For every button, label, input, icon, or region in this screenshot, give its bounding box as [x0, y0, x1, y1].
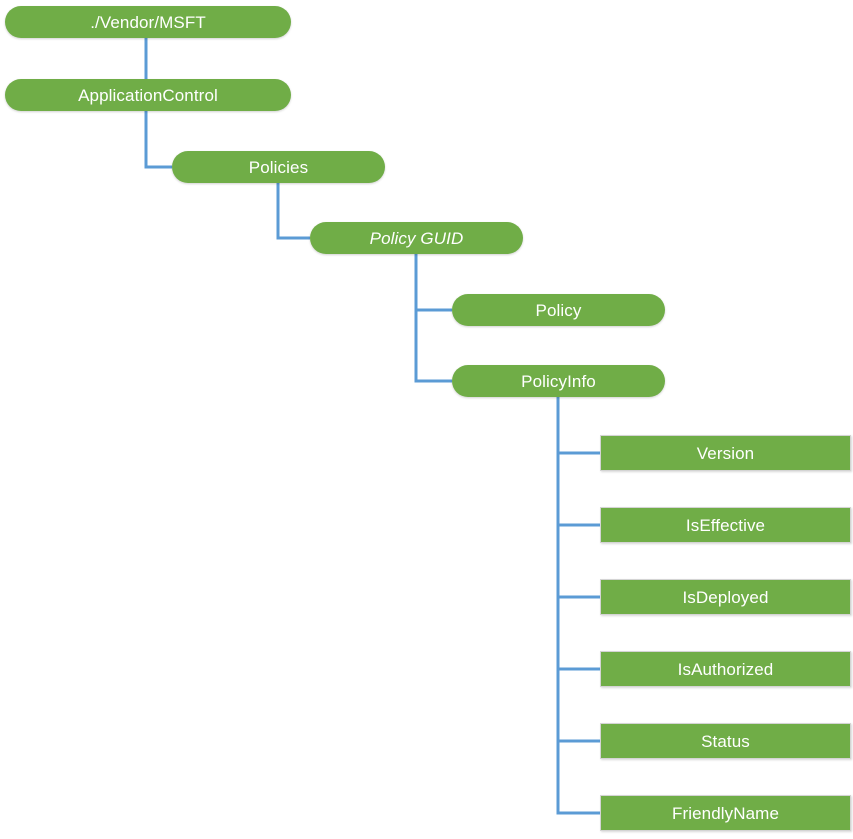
node-policyinfo[interactable]: PolicyInfo [452, 365, 665, 397]
connector-policyinfo-to-status [556, 397, 600, 743]
node-label: Status [701, 731, 750, 751]
node-label: PolicyInfo [521, 371, 596, 391]
node-policies[interactable]: Policies [172, 151, 385, 183]
node-iseffective[interactable]: IsEffective [600, 507, 851, 543]
connector-policyguid-to-policy [414, 254, 452, 312]
node-label: FriendlyName [671, 803, 779, 823]
node-appcontrol[interactable]: ApplicationControl [5, 79, 291, 111]
node-isauthorized[interactable]: IsAuthorized [600, 651, 851, 687]
connector-policyinfo-to-isauthorized [556, 397, 600, 671]
connector-policyinfo-to-friendlyname [556, 397, 600, 815]
node-policyguid[interactable]: Policy GUID [310, 222, 523, 254]
connector-policyinfo-to-isdeployed [556, 397, 600, 599]
node-label: ./Vendor/MSFT [90, 12, 206, 32]
connector-policies-to-policyguid [276, 183, 310, 240]
node-policy[interactable]: Policy [452, 294, 665, 326]
node-label: Policy GUID [369, 228, 464, 248]
node-label: ApplicationControl [78, 85, 218, 105]
connector-policyinfo-to-iseffective [556, 397, 600, 527]
connector-policyinfo-to-version [556, 397, 600, 455]
node-version[interactable]: Version [600, 435, 851, 471]
node-label: IsEffective [685, 515, 766, 535]
node-isdeployed[interactable]: IsDeployed [600, 579, 851, 615]
node-label: Policy [535, 300, 582, 320]
node-label: Version [696, 443, 755, 463]
node-friendlyname[interactable]: FriendlyName [600, 795, 851, 831]
node-label: Policies [248, 157, 309, 177]
connector-appcontrol-to-policies [144, 111, 172, 169]
node-label: IsDeployed [682, 587, 769, 607]
node-label: IsAuthorized [677, 659, 774, 679]
connector-policyguid-to-policyinfo [414, 254, 452, 383]
node-vendor[interactable]: ./Vendor/MSFT [5, 6, 291, 38]
node-status[interactable]: Status [600, 723, 851, 759]
